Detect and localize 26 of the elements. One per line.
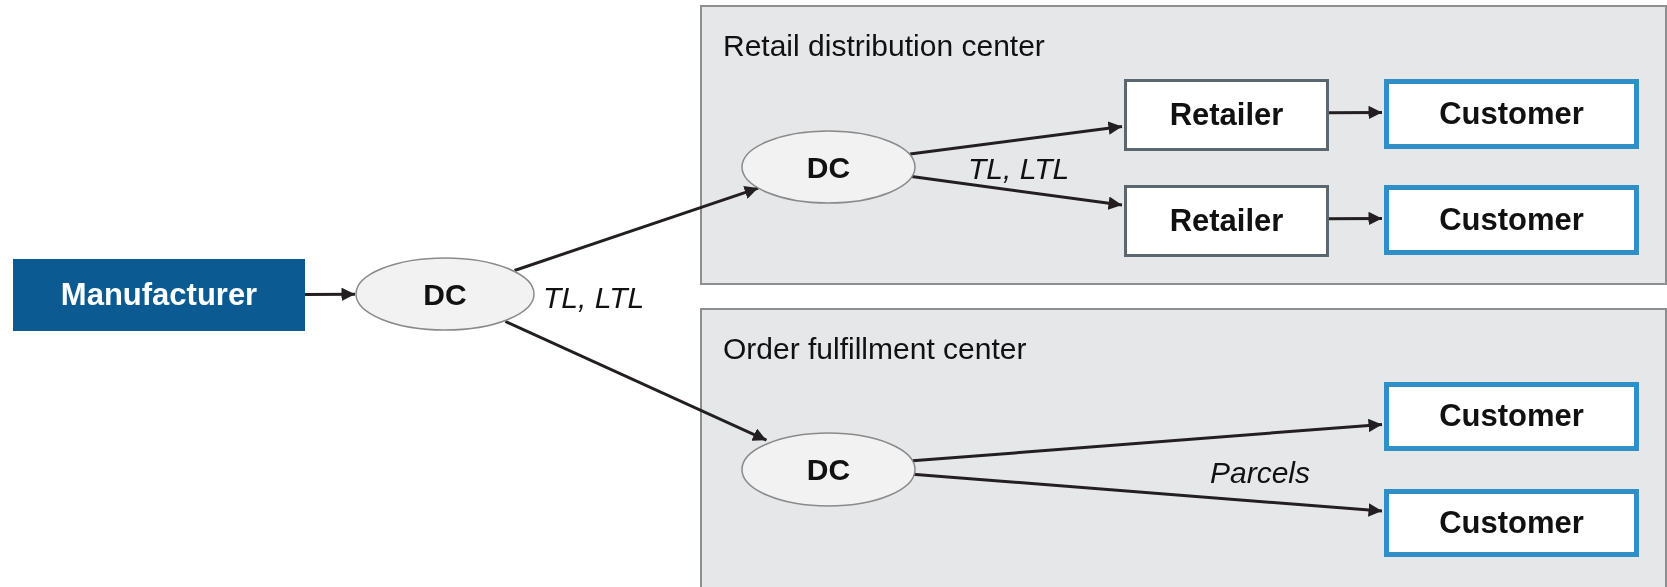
retailer-box: Retailer — [1124, 185, 1329, 257]
arrow — [912, 472, 1383, 517]
process-box: Manufacturer — [13, 259, 305, 331]
group-panel — [700, 308, 1667, 587]
customer-box: Customer — [1384, 382, 1639, 451]
dc-ellipse: DC — [355, 257, 535, 331]
arrow — [514, 186, 759, 272]
arrow — [504, 320, 768, 442]
panel-title: Retail distribution center — [723, 28, 1045, 64]
customer-box: Customer — [1384, 79, 1639, 149]
panel-title: Order fulfillment center — [723, 331, 1027, 367]
arrow — [909, 174, 1123, 210]
retailer-box: Retailer — [1124, 79, 1329, 151]
customer-box: Customer — [1384, 185, 1639, 255]
arrow — [305, 287, 355, 302]
edge-label: TL, LTL — [968, 151, 1070, 187]
edge-label: Parcels — [1210, 455, 1311, 491]
arrow — [909, 121, 1123, 156]
dc-ellipse: DC — [741, 130, 916, 204]
arrow — [1327, 105, 1382, 120]
dc-ellipse: DC — [741, 432, 916, 507]
group-panel — [700, 5, 1667, 285]
arrow — [912, 418, 1383, 463]
edge-label: TL, LTL — [543, 280, 645, 316]
arrow — [1327, 211, 1382, 226]
customer-box: Customer — [1384, 489, 1639, 557]
